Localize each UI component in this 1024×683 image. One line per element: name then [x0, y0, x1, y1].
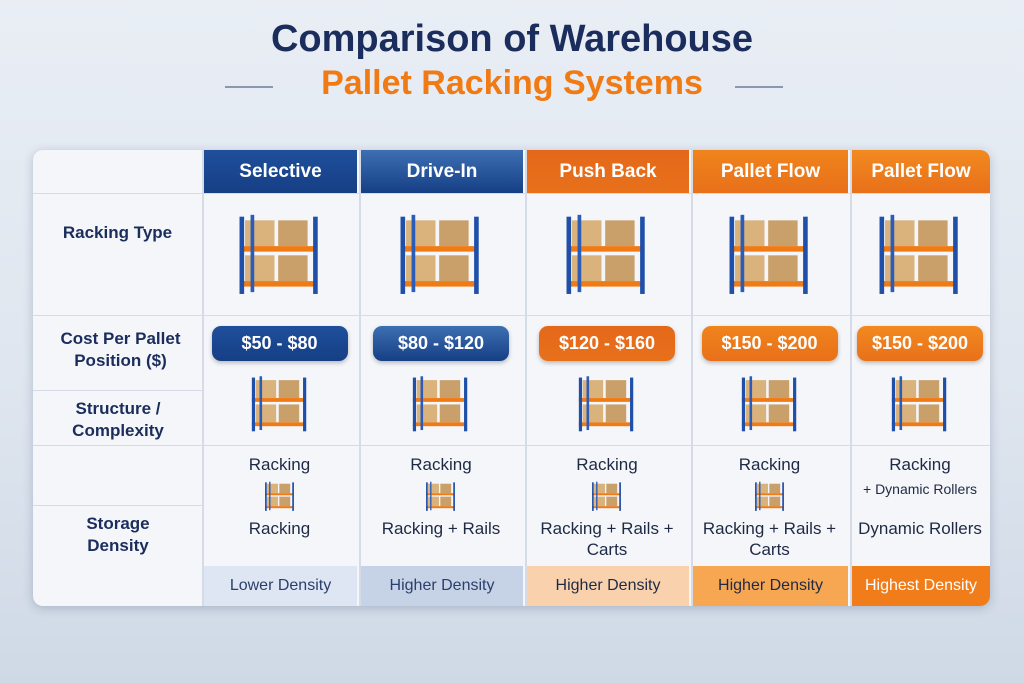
rack-image	[202, 195, 357, 313]
column-header: Pallet Flow	[693, 150, 848, 193]
structure-sub-text: + Dynamic Rollers	[863, 481, 977, 497]
column-header: Pallet Flow	[852, 150, 990, 193]
cost-badge: $150 - $200	[857, 325, 983, 361]
structure-top-text: Racking	[410, 455, 472, 474]
divider	[225, 86, 273, 88]
density-label: Higher Density	[361, 566, 523, 606]
components-text: Racking + Rails + Carts	[702, 519, 837, 559]
structure-image	[850, 368, 990, 440]
column-header: Drive-In	[361, 150, 523, 193]
rack-image	[525, 195, 689, 313]
structure-top-text: Racking	[738, 455, 801, 474]
component-icon	[691, 478, 848, 514]
components-text: Racking + Rails + Carts	[540, 519, 674, 559]
column-header: Selective	[204, 150, 357, 193]
component-icon	[525, 478, 689, 514]
density-label: Lower Density	[204, 566, 357, 606]
title-line-2: Pallet Racking Systems	[321, 64, 703, 102]
components-text: Dynamic Rollers	[858, 519, 982, 538]
component-icon	[359, 478, 523, 514]
structure-top-text: Racking	[248, 455, 311, 474]
structure-top-text: Racking	[889, 455, 951, 474]
density-label: Highest Density	[852, 566, 990, 606]
structure-image	[359, 368, 523, 440]
row-label-racking-type: Racking Type	[62, 222, 173, 242]
row-label-structure: Structure / Complexity	[72, 399, 164, 440]
density-label: Higher Density	[693, 566, 848, 606]
density-label: Higher Density	[527, 566, 689, 606]
components-text: Racking	[248, 519, 311, 538]
column-header: Push Back	[527, 150, 689, 193]
comparison-table: Racking Type Cost Per Pallet Position ($…	[33, 150, 990, 606]
component-icon	[202, 478, 357, 514]
structure-image	[691, 368, 848, 440]
row-label-cost: Cost Per Pallet Position ($)	[60, 329, 181, 370]
structure-image	[525, 368, 689, 440]
cost-badge: $50 - $80	[211, 325, 348, 361]
cost-badge: $120 - $160	[539, 325, 675, 361]
divider	[735, 86, 783, 88]
cost-badge: $150 - $200	[701, 325, 838, 361]
title-line-1: Comparison of Warehouse	[270, 18, 754, 60]
rack-image	[691, 195, 848, 313]
row-label-storage: Storage Density	[86, 514, 150, 555]
structure-top-text: Racking	[576, 455, 638, 474]
rack-image	[359, 195, 523, 313]
cost-badge: $80 - $120	[373, 325, 509, 361]
components-text: Racking + Rails	[381, 519, 501, 538]
structure-image	[202, 368, 357, 440]
rack-image	[850, 195, 990, 313]
